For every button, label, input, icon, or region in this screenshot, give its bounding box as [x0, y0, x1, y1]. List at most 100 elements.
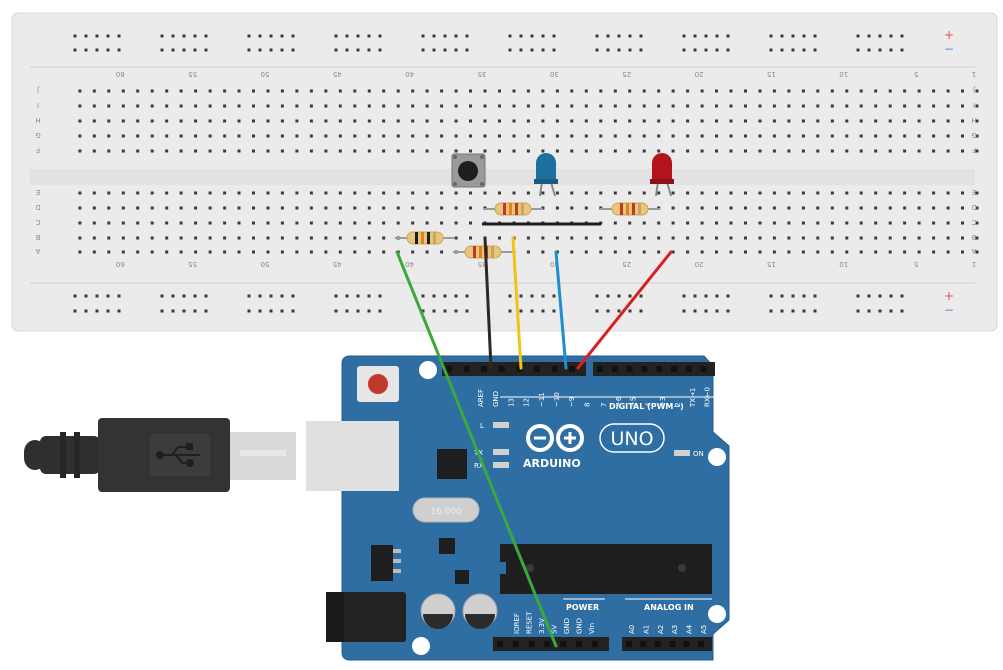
rail-hole[interactable]: [345, 48, 349, 52]
rail-hole[interactable]: [617, 34, 621, 38]
breadboard-hole[interactable]: [932, 191, 936, 195]
rail-hole[interactable]: [606, 34, 610, 38]
breadboard-hole[interactable]: [628, 134, 632, 138]
breadboard-hole[interactable]: [599, 149, 603, 153]
rail-hole[interactable]: [900, 294, 904, 298]
breadboard-hole[interactable]: [338, 119, 342, 123]
breadboard-hole[interactable]: [874, 221, 878, 225]
breadboard-hole[interactable]: [324, 89, 328, 93]
breadboard-hole[interactable]: [396, 149, 400, 153]
breadboard-hole[interactable]: [961, 89, 964, 93]
breadboard-hole[interactable]: [961, 149, 964, 153]
rail-hole[interactable]: [617, 309, 621, 313]
breadboard-hole[interactable]: [758, 119, 762, 123]
rail-hole[interactable]: [432, 294, 436, 298]
breadboard-hole[interactable]: [729, 250, 733, 254]
breadboard-hole[interactable]: [526, 134, 530, 138]
rail-hole[interactable]: [421, 309, 425, 313]
breadboard-hole[interactable]: [715, 221, 718, 225]
rail-hole[interactable]: [508, 294, 512, 298]
breadboard-hole[interactable]: [150, 104, 154, 108]
breadboard-hole[interactable]: [382, 89, 386, 93]
rail-hole[interactable]: [530, 34, 534, 38]
breadboard-hole[interactable]: [642, 104, 646, 108]
breadboard-hole[interactable]: [483, 119, 487, 123]
breadboard-hole[interactable]: [744, 119, 747, 123]
rail-hole[interactable]: [465, 294, 469, 298]
breadboard-hole[interactable]: [700, 89, 704, 93]
breadboard-hole[interactable]: [353, 149, 357, 153]
breadboard-hole[interactable]: [208, 119, 212, 123]
breadboard-hole[interactable]: [150, 89, 154, 93]
breadboard-hole[interactable]: [136, 104, 140, 108]
breadboard-hole[interactable]: [440, 250, 444, 254]
breadboard-hole[interactable]: [772, 119, 776, 123]
breadboard-hole[interactable]: [686, 236, 690, 240]
breadboard-hole[interactable]: [961, 134, 964, 138]
breadboard-hole[interactable]: [136, 221, 140, 225]
breadboard-hole[interactable]: [628, 250, 632, 254]
breadboard-hole[interactable]: [787, 236, 791, 240]
rail-hole[interactable]: [334, 294, 338, 298]
breadboard-hole[interactable]: [888, 250, 892, 254]
breadboard-hole[interactable]: [179, 236, 183, 240]
rail-hole[interactable]: [73, 34, 77, 38]
breadboard-hole[interactable]: [570, 104, 574, 108]
breadboard-hole[interactable]: [874, 191, 878, 195]
breadboard-hole[interactable]: [758, 206, 762, 210]
breadboard-hole[interactable]: [121, 104, 125, 108]
breadboard-hole[interactable]: [686, 134, 690, 138]
breadboard-hole[interactable]: [367, 206, 371, 210]
breadboard-hole[interactable]: [555, 119, 559, 123]
breadboard-hole[interactable]: [425, 149, 429, 153]
breadboard-hole[interactable]: [396, 104, 400, 108]
breadboard-hole[interactable]: [121, 191, 125, 195]
breadboard-hole[interactable]: [324, 119, 328, 123]
rail-hole[interactable]: [813, 34, 817, 38]
breadboard-hole[interactable]: [396, 206, 400, 210]
breadboard-hole[interactable]: [223, 236, 227, 240]
breadboard-hole[interactable]: [584, 206, 588, 210]
resistor[interactable]: [600, 202, 660, 216]
breadboard-hole[interactable]: [324, 236, 328, 240]
breadboard-hole[interactable]: [961, 250, 964, 254]
header-pin[interactable]: [497, 641, 503, 647]
breadboard-hole[interactable]: [92, 149, 96, 153]
breadboard-hole[interactable]: [92, 119, 96, 123]
rail-hole[interactable]: [769, 294, 773, 298]
rail-hole[interactable]: [432, 34, 436, 38]
breadboard-hole[interactable]: [136, 206, 140, 210]
rail-hole[interactable]: [682, 48, 686, 52]
breadboard-hole[interactable]: [309, 191, 313, 195]
breadboard-hole[interactable]: [223, 149, 227, 153]
rail-hole[interactable]: [726, 294, 730, 298]
rail-hole[interactable]: [204, 294, 208, 298]
breadboard-hole[interactable]: [946, 104, 950, 108]
breadboard-hole[interactable]: [309, 89, 313, 93]
breadboard-hole[interactable]: [252, 250, 255, 254]
rail-hole[interactable]: [541, 294, 545, 298]
rail-hole[interactable]: [726, 309, 730, 313]
breadboard-hole[interactable]: [975, 191, 979, 195]
breadboard-hole[interactable]: [903, 149, 907, 153]
breadboard-hole[interactable]: [975, 236, 979, 240]
breadboard-hole[interactable]: [715, 149, 718, 153]
breadboard-hole[interactable]: [642, 134, 646, 138]
breadboard-hole[interactable]: [584, 134, 588, 138]
breadboard-hole[interactable]: [194, 89, 198, 93]
rail-hole[interactable]: [802, 34, 806, 38]
rail-hole[interactable]: [639, 309, 643, 313]
breadboard-hole[interactable]: [78, 134, 82, 138]
rail-hole[interactable]: [628, 48, 632, 52]
rail-hole[interactable]: [519, 294, 523, 298]
breadboard-hole[interactable]: [469, 89, 472, 93]
breadboard-hole[interactable]: [830, 119, 834, 123]
header-pin[interactable]: [544, 641, 551, 647]
breadboard-hole[interactable]: [353, 236, 357, 240]
breadboard-hole[interactable]: [454, 134, 458, 138]
header-pin[interactable]: [597, 366, 603, 372]
breadboard-hole[interactable]: [975, 250, 979, 254]
breadboard-hole[interactable]: [280, 134, 284, 138]
rail-hole[interactable]: [726, 34, 730, 38]
rail-hole[interactable]: [421, 48, 425, 52]
